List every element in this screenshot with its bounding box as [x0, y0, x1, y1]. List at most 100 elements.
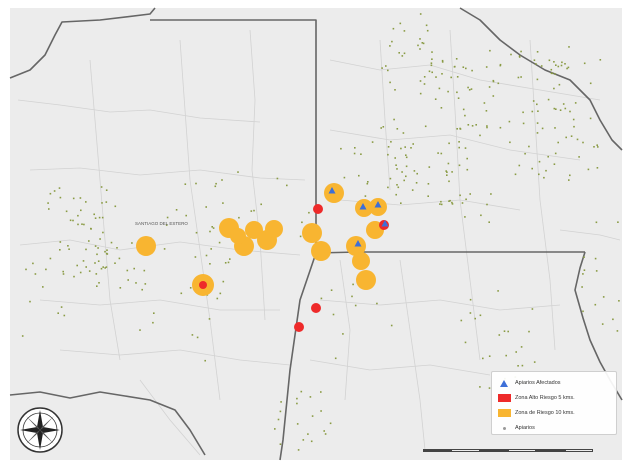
apiary-dot — [497, 82, 500, 85]
apiary-dot — [411, 189, 414, 191]
apiary-dot — [456, 91, 458, 94]
apiary-dot — [553, 163, 556, 165]
apiary-dot — [423, 83, 426, 85]
apiary-dot — [390, 141, 392, 143]
apiary-dot — [49, 257, 52, 260]
apiary-dot — [488, 86, 491, 88]
apiary-dot — [400, 202, 402, 204]
apiary-dot — [387, 153, 389, 156]
apiary-dot — [354, 304, 357, 307]
apiary-dot — [389, 45, 391, 47]
apiary-dot — [211, 226, 213, 228]
apiary-dot — [101, 202, 103, 204]
apiary-dot — [582, 273, 584, 275]
apiary-dot — [366, 182, 369, 185]
apiary-dot — [133, 267, 135, 270]
apiary-dot — [196, 336, 199, 339]
apiary-dot — [189, 287, 192, 289]
apiary-dot — [82, 260, 85, 262]
apiary-dot — [470, 88, 473, 90]
apiary-dot — [42, 286, 44, 288]
apiary-dot — [47, 202, 49, 204]
apiary-dot — [307, 433, 309, 435]
legend-item-affected: Apiarios Afectados — [497, 376, 611, 390]
apiary-dot — [119, 287, 122, 289]
apiary-dot — [205, 206, 207, 208]
apiary-dot — [587, 168, 590, 171]
apiary-dot — [212, 227, 215, 229]
apiary-dot — [576, 138, 579, 141]
apiary-dot — [441, 61, 444, 63]
apiary-dot — [279, 410, 282, 413]
apiary-dot — [537, 110, 539, 112]
apiary-dot — [467, 86, 469, 89]
risk-zone-circle — [136, 236, 156, 256]
apiary-dot — [456, 128, 458, 130]
risk-zone-circle — [352, 252, 370, 270]
apiary-dot — [62, 273, 65, 275]
apiary-dot — [73, 275, 75, 278]
apiary-dot — [488, 355, 491, 357]
apiary-dot — [469, 298, 472, 301]
apiary-dot — [509, 141, 511, 144]
apiary-dot — [68, 248, 70, 250]
apiary-dot — [277, 418, 280, 421]
apiary-dot — [451, 201, 453, 204]
apiary-dot — [49, 192, 52, 195]
apiary-dot — [419, 80, 422, 82]
apiary-dot — [557, 65, 560, 68]
apiary-dot — [81, 223, 83, 225]
apiary-dot — [143, 269, 146, 272]
apiary-dot — [310, 440, 313, 443]
apiary-dot — [454, 65, 456, 68]
apiary-dot — [581, 286, 583, 288]
apiary-dot — [403, 179, 405, 182]
apiary-dot — [595, 221, 598, 224]
apiary-dot — [515, 351, 517, 353]
apiary-dot — [387, 186, 389, 189]
apiary-dot — [469, 312, 472, 314]
apiary-dot — [430, 64, 433, 67]
apiary-dot — [540, 65, 543, 67]
apiary-dot — [88, 240, 90, 242]
apiary-dot — [330, 289, 333, 291]
apiary-dot — [48, 208, 50, 210]
apiary-dot — [191, 334, 194, 336]
apiary-dot — [562, 103, 565, 105]
apiary-dot — [479, 386, 481, 388]
apiary-dot — [286, 184, 288, 187]
affected-apiary-marker — [354, 240, 362, 247]
apiary-dot — [416, 172, 418, 175]
legend-item-risk: Zona de Riesgo 10 kms. — [497, 406, 611, 420]
apiary-dot — [302, 439, 305, 441]
apiary-dot — [214, 185, 217, 188]
apiary-dot — [419, 38, 421, 40]
apiary-dot — [538, 173, 540, 176]
apiary-dot — [412, 143, 414, 145]
apiary-dot — [430, 62, 433, 64]
apiary-dot — [548, 59, 551, 62]
apiary-dot — [419, 48, 421, 50]
apiary-dot — [216, 297, 219, 300]
apiary-dot — [77, 223, 79, 226]
apiary-dot — [464, 341, 467, 344]
affected-apiary-marker — [381, 220, 389, 227]
apiary-dot — [222, 202, 224, 204]
apiary-dot — [77, 214, 79, 217]
apiary-dot — [531, 110, 534, 113]
apiary-dot — [550, 72, 553, 75]
apiary-dot — [280, 401, 282, 403]
apiary-dot — [311, 415, 314, 417]
apiary-dot — [358, 174, 360, 177]
apiary-dot — [72, 197, 75, 200]
apiary-dot — [102, 231, 104, 234]
apiary-dot — [543, 176, 545, 179]
apiary-dot — [90, 227, 92, 230]
apiary-dot — [448, 200, 450, 202]
apiary-dot — [541, 127, 544, 130]
apiary-dot — [486, 126, 488, 129]
apiary-dot — [57, 312, 59, 314]
apiary-dot — [431, 51, 433, 53]
